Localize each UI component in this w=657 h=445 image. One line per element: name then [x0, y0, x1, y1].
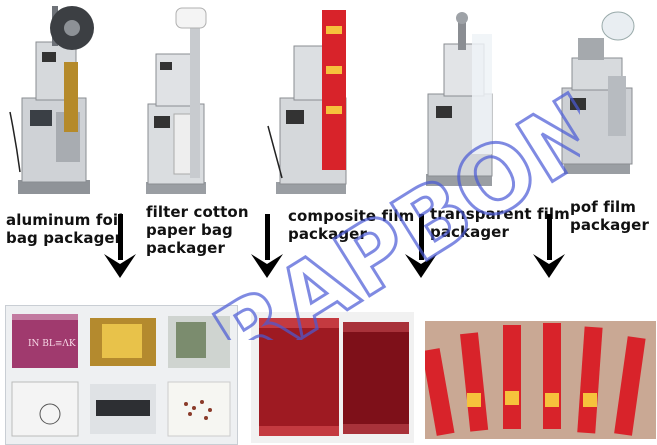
- aluminum-foil-bag-packager-label: aluminum foil bag packager: [6, 211, 124, 247]
- sample-bag-clear-black: [90, 384, 156, 434]
- sample-bag-gold: [90, 318, 156, 366]
- arrow-down-icon: [533, 214, 565, 278]
- sample-bag-tea-filter: [167, 381, 231, 437]
- arrow-down-icon: [104, 214, 136, 278]
- arrow-down-icon: [251, 214, 283, 278]
- sample-bag-silver-green: [168, 316, 230, 368]
- premium-sticks-photo: [425, 321, 656, 439]
- arrow-down-icon: [405, 214, 437, 278]
- sample-bag-white: [11, 381, 79, 437]
- filter-cotton-paper-bag-machine-image: [146, 7, 207, 194]
- pof-film-machine-image: [561, 11, 635, 174]
- composite-film-machine-image: [267, 10, 347, 194]
- red-sachets-photo: [251, 312, 414, 443]
- filter-cotton-paper-bag-packager-label: filter cotton paper bag packager: [146, 203, 249, 257]
- aluminum-foil-bag-machine-image: [9, 6, 94, 194]
- composite-film-packager-label: composite film packager: [288, 207, 415, 243]
- transparent-film-machine-image: [426, 12, 493, 186]
- sample-bags-grid: IN BL≡ΛK: [5, 305, 238, 445]
- svg-text:IN BL≡ΛK: IN BL≡ΛK: [28, 339, 76, 349]
- sample-bag-pink: IN BL≡ΛK: [12, 314, 78, 368]
- transparent-film-packager-label: transparent film packager: [430, 205, 570, 241]
- pof-film-packager-label: pof film packager: [570, 198, 649, 234]
